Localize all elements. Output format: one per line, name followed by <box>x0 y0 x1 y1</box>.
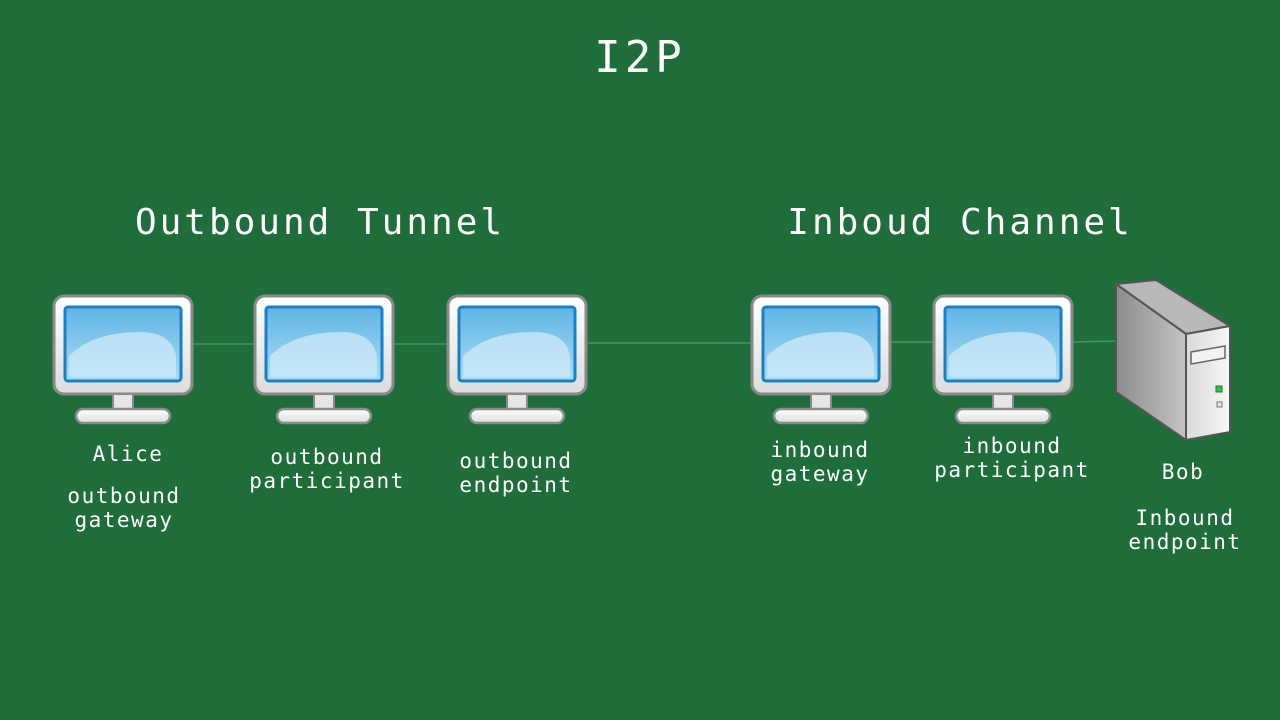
computer-monitor-icon <box>52 294 194 425</box>
section-title-outbound: Outbound Tunnel <box>134 202 506 243</box>
computer-monitor-icon <box>446 294 588 425</box>
tunnel-links <box>190 340 1119 345</box>
node-role-inbound-participant: inbound participant <box>934 434 1090 482</box>
server-tower-icon <box>1115 279 1231 441</box>
node-role-bob: Inbound endpoint <box>1128 506 1242 554</box>
node-role-inbound-gateway: inbound gateway <box>770 438 870 486</box>
node-role-outbound-participant: outbound participant <box>249 445 405 493</box>
node-role-outbound-endpoint: outbound endpoint <box>459 449 573 497</box>
node-role-alice: outbound gateway <box>67 484 181 532</box>
computer-monitor-icon <box>750 294 892 425</box>
computer-monitor-icon <box>253 294 395 425</box>
section-title-inbound: Inboud Channel <box>787 202 1133 243</box>
link-participant-bob <box>1069 340 1119 343</box>
diagram-title: I2P <box>594 32 686 83</box>
node-name-alice: Alice <box>92 442 164 466</box>
computer-monitor-icon <box>932 294 1074 425</box>
node-name-bob: Bob <box>1161 460 1205 484</box>
